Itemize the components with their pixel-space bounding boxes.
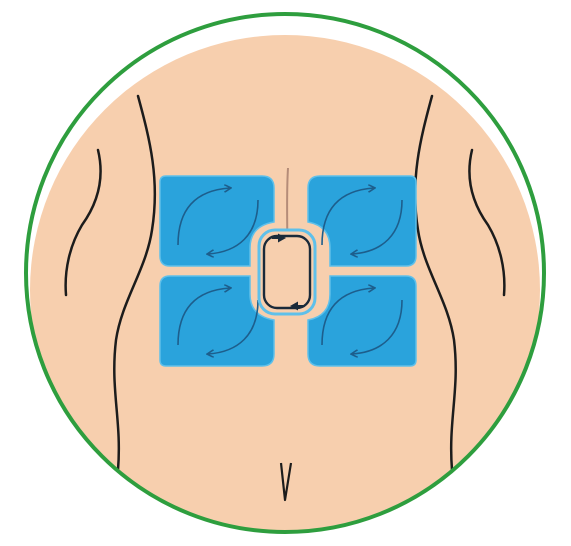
pad-center <box>259 230 315 314</box>
